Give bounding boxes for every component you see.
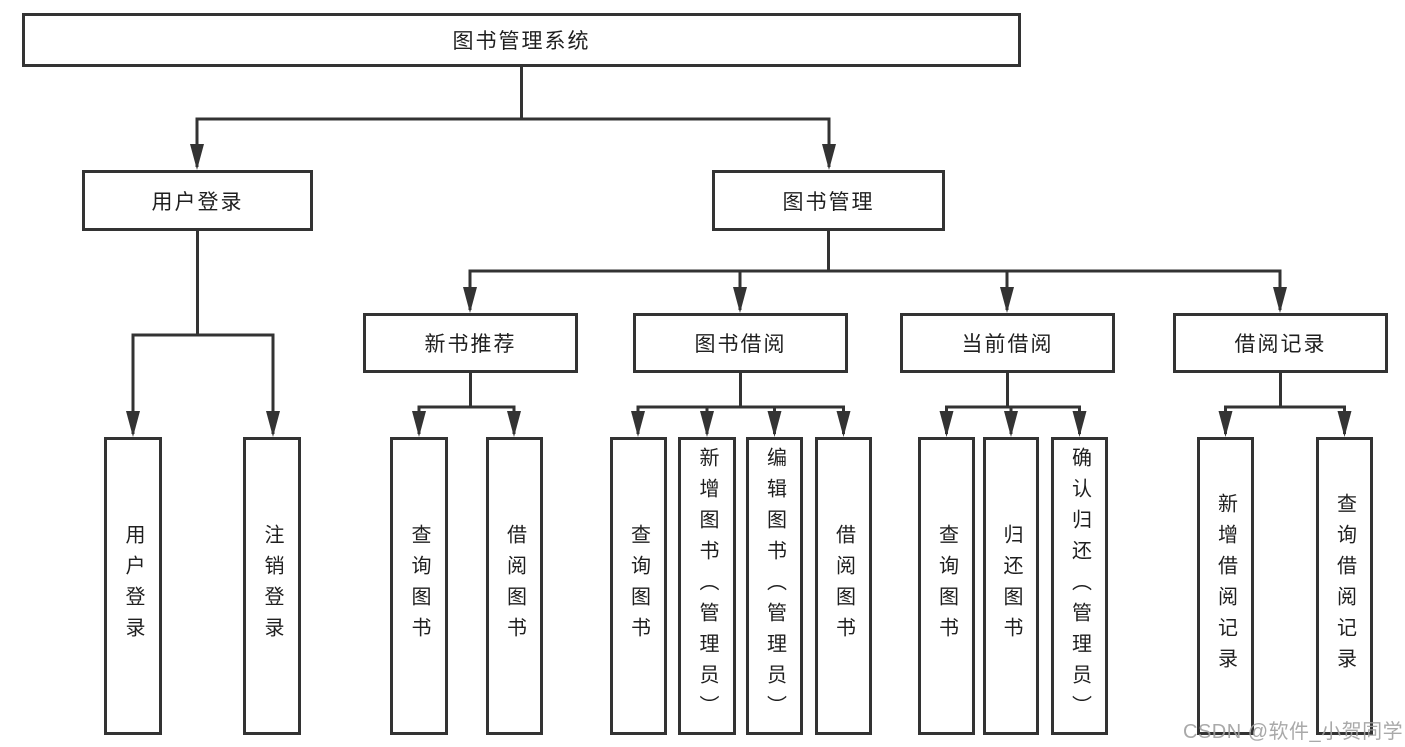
node-label: 借阅图书	[832, 524, 855, 648]
leaf-user-login: 用户登录	[104, 437, 162, 735]
arrow-down-icon	[836, 411, 851, 437]
node-label: 借阅记录	[1234, 333, 1327, 356]
arrow-down-icon	[266, 411, 280, 437]
node-current-borrow: 当前借阅	[900, 313, 1115, 373]
arrow-down-icon	[412, 411, 426, 437]
arrow-down-icon	[126, 411, 140, 437]
node-label: 查询图书	[935, 524, 958, 648]
node-label: 注销登录	[261, 524, 283, 648]
leaf-query-books-borrow: 查询图书	[610, 437, 667, 735]
node-new-book-recommend: 新书推荐	[363, 313, 578, 373]
node-label: 查询图书	[408, 524, 430, 648]
node-label: 新书推荐	[424, 333, 517, 356]
node-label: 用户登录	[151, 190, 244, 214]
node-label: 确认归还（管理员）	[1068, 446, 1091, 726]
node-user-login: 用户登录	[82, 170, 313, 231]
arrow-down-icon	[1273, 287, 1287, 313]
node-label: 图书管理	[782, 190, 875, 214]
arrow-down-icon	[631, 411, 645, 437]
node-label: 当前借阅	[961, 333, 1054, 356]
watermark: CSDN @软件_小贺同学	[1183, 721, 1404, 743]
leaf-borrow-books: 借阅图书	[815, 437, 872, 735]
arrow-down-icon	[1004, 411, 1018, 437]
node-label: 图书借阅	[694, 333, 787, 356]
arrow-down-icon	[939, 411, 954, 437]
node-label: 图书管理系统	[452, 30, 591, 53]
node-label: 查询借阅记录	[1333, 493, 1356, 679]
node-label: 新增图书（管理员）	[696, 446, 718, 726]
node-label: 用户登录	[122, 524, 144, 648]
arrow-down-icon	[700, 411, 714, 437]
tree-edges	[131, 67, 1346, 434]
node-label: 新增借阅记录	[1214, 493, 1237, 679]
node-book-management: 图书管理	[712, 170, 945, 231]
arrowheads	[126, 144, 1352, 437]
arrow-down-icon	[767, 411, 782, 437]
leaf-add-borrow-record: 新增借阅记录	[1197, 437, 1254, 735]
node-borrow-records: 借阅记录	[1173, 313, 1388, 373]
arrow-down-icon	[733, 287, 747, 313]
node-label: 归还图书	[1000, 524, 1022, 648]
leaf-edit-book-admin: 编辑图书（管理员）	[746, 437, 803, 735]
leaf-add-book-admin: 新增图书（管理员）	[678, 437, 736, 735]
leaf-query-books-current: 查询图书	[918, 437, 975, 735]
arrow-down-icon	[1218, 411, 1233, 437]
arrow-down-icon	[1072, 411, 1087, 437]
node-book-borrow: 图书借阅	[633, 313, 848, 373]
arrow-down-icon	[1337, 411, 1352, 437]
arrow-down-icon	[507, 411, 521, 437]
leaf-return-book: 归还图书	[983, 437, 1039, 735]
node-label: 编辑图书（管理员）	[763, 446, 786, 726]
node-label: 查询图书	[627, 524, 650, 648]
node-label: 借阅图书	[503, 524, 526, 648]
node-library-system: 图书管理系统	[22, 13, 1021, 67]
leaf-confirm-return-admin: 确认归还（管理员）	[1051, 437, 1108, 735]
leaf-logout: 注销登录	[243, 437, 301, 735]
arrow-down-icon	[190, 144, 204, 170]
arrow-down-icon	[822, 144, 836, 170]
leaf-query-borrow-record: 查询借阅记录	[1316, 437, 1373, 735]
arrow-down-icon	[1000, 287, 1014, 313]
leaf-borrow-books-recommend: 借阅图书	[486, 437, 543, 735]
arrow-down-icon	[463, 287, 477, 313]
leaf-query-books-recommend: 查询图书	[390, 437, 448, 735]
